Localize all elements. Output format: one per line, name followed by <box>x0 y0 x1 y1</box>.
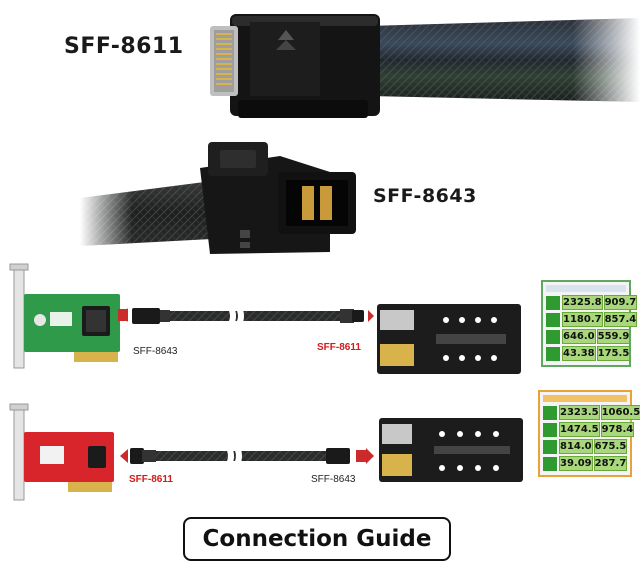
cable-row-1-image <box>118 304 374 328</box>
sff-8611-label: SFF-8611 <box>64 34 184 59</box>
sff-8611-connector-image <box>210 10 640 118</box>
benchmark-write-value: 909.7 <box>603 295 638 310</box>
benchmark-write-value: 559.9 <box>596 329 631 344</box>
benchmark-screenshot-row-2: 2323.5 1060.5 1474.5 978.4 814.0 675.5 3… <box>538 390 640 477</box>
benchmark-row-swatch <box>543 456 557 471</box>
benchmark-row: 43.38 175.5 <box>546 346 631 361</box>
green-pcie-adapter-image <box>9 263 120 369</box>
benchmark-write-value: 287.7 <box>593 456 628 471</box>
connection-guide-title: Connection Guide <box>183 517 451 561</box>
benchmark-row-swatch <box>543 405 557 420</box>
benchmark-row: 39.09 287.7 <box>543 456 628 471</box>
benchmark-row-swatch <box>546 295 560 310</box>
benchmark-write-value: 175.5 <box>596 346 631 361</box>
benchmark-row: 646.0 559.9 <box>546 329 631 344</box>
m2-adapter-board-row-1-image <box>377 304 521 374</box>
row2-left-connector-label: SFF-8611 <box>129 474 173 485</box>
benchmark-read-value: 1180.7 <box>562 312 603 327</box>
sff-8643-label: SFF-8643 <box>373 185 477 207</box>
benchmark-row-swatch <box>546 312 560 327</box>
benchmark-read-value: 814.0 <box>559 439 593 454</box>
benchmark-read-value: 39.09 <box>559 456 593 471</box>
row1-right-connector-label: SFF-8611 <box>317 342 361 353</box>
benchmark-row: 1474.5 978.4 <box>543 422 635 437</box>
benchmark-titlebar <box>546 285 626 292</box>
benchmark-screenshot-row-1: 2325.8 909.7 1180.7 857.4 646.0 559.9 43… <box>541 280 638 367</box>
benchmark-read-value: 43.38 <box>562 346 596 361</box>
benchmark-row: 2323.5 1060.5 <box>543 405 640 420</box>
benchmark-row-swatch <box>546 346 560 361</box>
benchmark-write-value: 1060.5 <box>600 405 640 420</box>
cable-row-2-image <box>120 444 374 468</box>
benchmark-row-swatch <box>543 422 557 437</box>
benchmark-write-value: 675.5 <box>593 439 628 454</box>
sff-8643-connector-image <box>80 142 356 258</box>
benchmark-row: 1180.7 857.4 <box>546 312 638 327</box>
benchmark-write-value: 857.4 <box>603 312 638 327</box>
row2-right-connector-label: SFF-8643 <box>311 474 356 485</box>
row1-left-connector-label: SFF-8643 <box>133 346 178 357</box>
m2-adapter-board-row-2-image <box>379 418 523 482</box>
benchmark-row: 2325.8 909.7 <box>546 295 638 310</box>
benchmark-read-value: 2323.5 <box>559 405 600 420</box>
benchmark-row: 814.0 675.5 <box>543 439 628 454</box>
benchmark-row-swatch <box>546 329 560 344</box>
benchmark-write-value: 978.4 <box>600 422 635 437</box>
benchmark-read-value: 1474.5 <box>559 422 600 437</box>
benchmark-read-value: 646.0 <box>562 329 596 344</box>
benchmark-row-swatch <box>543 439 557 454</box>
benchmark-read-value: 2325.8 <box>562 295 603 310</box>
benchmark-titlebar <box>543 395 627 402</box>
red-pcie-adapter-image <box>9 403 114 501</box>
